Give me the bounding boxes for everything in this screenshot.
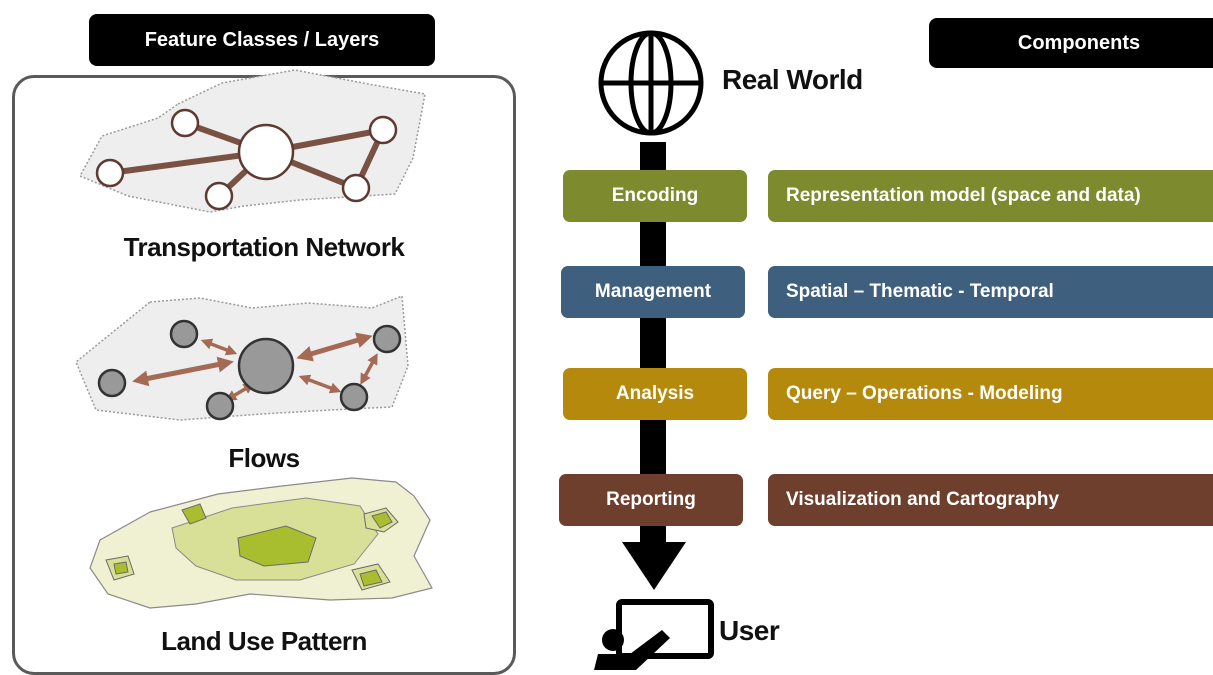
user-label: User <box>719 615 780 646</box>
stage-management: Management <box>561 266 745 318</box>
network-node <box>95 158 125 188</box>
flow-node <box>339 382 369 412</box>
component-reporting: Visualization and Cartography <box>768 474 1213 526</box>
land-use-graphic <box>89 477 433 609</box>
network-hub-node <box>237 123 295 181</box>
transportation-network-caption: Transportation Network <box>123 232 405 262</box>
network-node <box>341 173 371 203</box>
workflow-down-arrow <box>622 542 686 590</box>
stage-reporting: Reporting <box>559 474 743 526</box>
landuse-patch <box>371 511 393 529</box>
flow-arrow <box>225 383 255 401</box>
transportation-network-graphic <box>78 69 426 213</box>
network-node <box>204 181 234 211</box>
landuse-core <box>237 525 317 567</box>
flow-arrow <box>298 374 342 394</box>
network-node <box>170 108 200 138</box>
land-use-caption: Land Use Pattern <box>161 626 367 656</box>
flow-arrow <box>200 338 238 356</box>
flow-node <box>205 391 235 421</box>
components-header: Components <box>929 18 1213 68</box>
component-analysis: Query – Operations - Modeling <box>768 368 1213 420</box>
landuse-patch <box>181 503 207 525</box>
flows-graphic <box>75 294 409 421</box>
stage-encoding: Encoding <box>563 170 747 222</box>
flow-arrow <box>296 332 373 362</box>
flow-arrow <box>360 353 378 385</box>
presenter-icon <box>594 599 714 670</box>
feature-layers-header: Feature Classes / Layers <box>89 14 435 66</box>
landuse-patch <box>113 561 129 575</box>
stage-analysis: Analysis <box>563 368 747 420</box>
flow-hub-node <box>237 337 295 395</box>
flow-node <box>169 319 199 349</box>
network-node <box>368 115 398 145</box>
landuse-patch <box>359 569 383 587</box>
component-encoding: Representation model (space and data) <box>768 170 1213 222</box>
globe-icon <box>598 30 704 136</box>
flow-node <box>97 368 127 398</box>
flow-node <box>372 324 402 354</box>
flows-caption: Flows <box>228 443 300 473</box>
real-world-label: Real World <box>722 64 863 95</box>
component-management: Spatial – Thematic - Temporal <box>768 266 1213 318</box>
flow-arrow <box>132 356 234 387</box>
